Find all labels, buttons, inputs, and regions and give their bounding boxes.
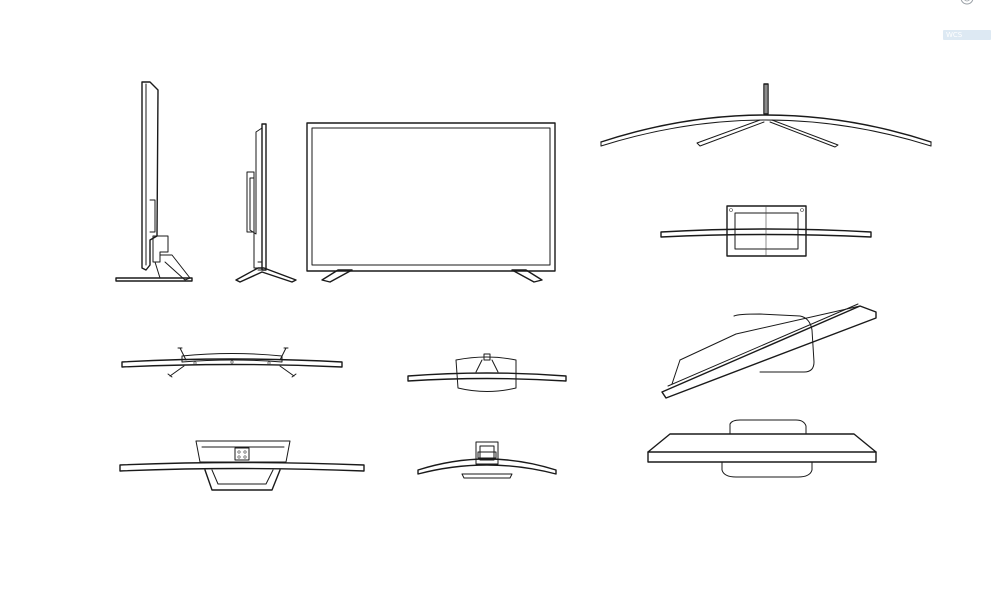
tv-bottom-view-legs [121,347,343,378]
tv-side-view-right [235,123,297,283]
tv-top-view-curved [600,83,932,148]
tv-bottom-view-curved [417,441,557,479]
tv-perspective-view [647,419,877,478]
tv-isometric-view [661,303,877,399]
tv-bottom-view-stand [119,440,365,491]
wcs-menu-button[interactable]: WCS [943,30,991,40]
viewcube-icon[interactable] [957,0,977,8]
tv-rear-view-mount [660,205,872,257]
tv-front-view [306,122,556,283]
tv-side-view-left [115,81,193,282]
tv-top-view-stand [407,353,567,392]
